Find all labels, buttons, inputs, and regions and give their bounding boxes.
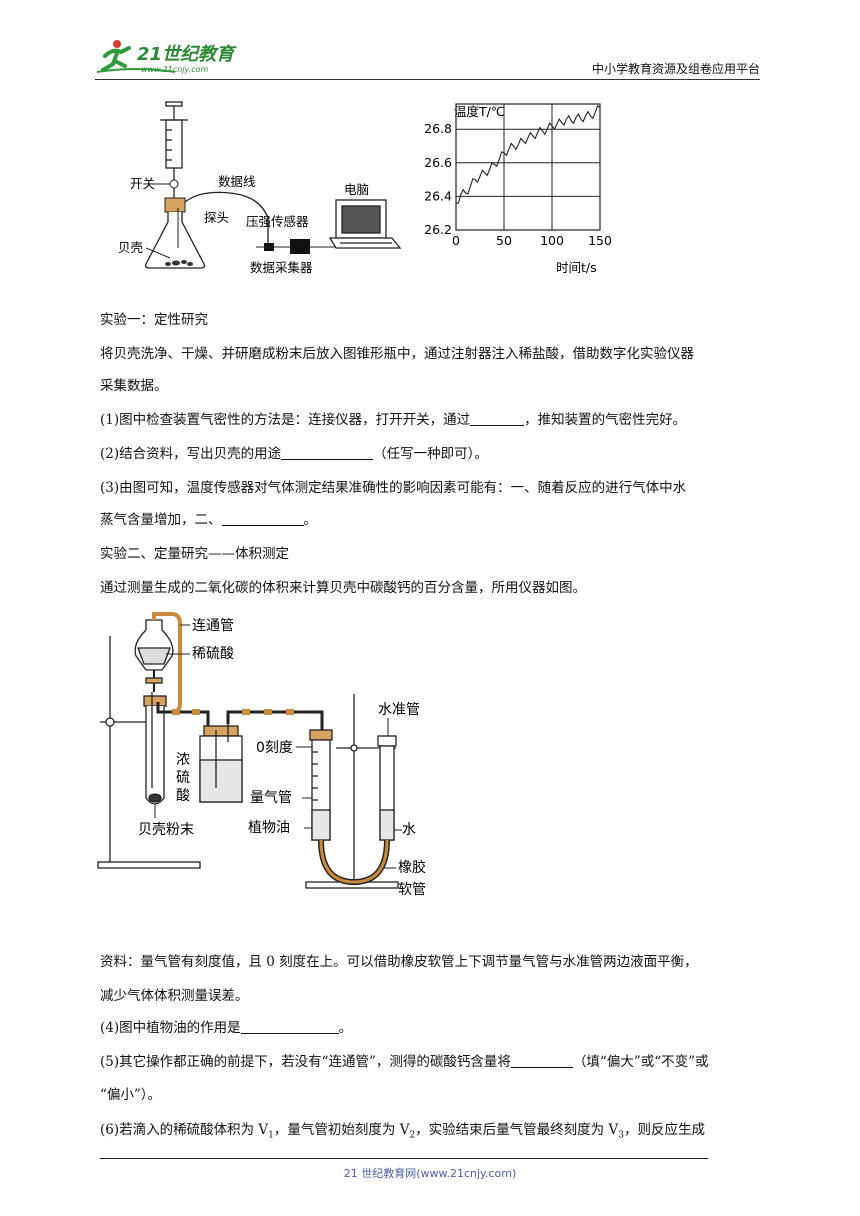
question-5-line1: (5)其它操作都正确的前提下，若没有“连通管”，测得的碳酸钙含量将 （填“偏大”或… bbox=[100, 1052, 709, 1072]
q1-text-a: (1)图中检查装置气密性的方法是：连接仪器，打开开关，通过 bbox=[100, 412, 471, 428]
chart-ylabel: 温度T/℃ bbox=[454, 104, 505, 119]
switch-valve-icon bbox=[169, 179, 179, 189]
test-tube-icon bbox=[143, 692, 167, 805]
experiment-apparatus-figure-1: 开关 探头 贝壳 数据线 压强传感器 数据采集器 电脑 温度T/℃ 时间t/s … bbox=[118, 101, 612, 275]
chart-ytick-label: 26.4 bbox=[424, 188, 452, 203]
computer-icon bbox=[328, 199, 402, 249]
q4-text-a: (4)图中植物油的作用是 bbox=[100, 1020, 241, 1036]
q3-text-c: 。 bbox=[303, 512, 318, 528]
question-1: (1)图中检查装置气密性的方法是：连接仪器，打开开关，通过 ，推知装置的气密性完好… bbox=[100, 410, 686, 430]
q2-text-b: （任写一种即可）。 bbox=[373, 446, 488, 462]
logo-head-icon bbox=[113, 40, 121, 48]
chart-ytick-label: 26.6 bbox=[424, 155, 452, 170]
logo-url: www.21cnjy.com bbox=[141, 65, 208, 74]
label-conc-acid-1: 浓 bbox=[176, 752, 190, 768]
material-line2: 减少气体体积测量误差。 bbox=[100, 988, 249, 1004]
separatory-funnel-icon bbox=[134, 619, 174, 692]
label-water-tube: 水准管 bbox=[378, 702, 420, 718]
q2-answer-blank[interactable] bbox=[281, 445, 374, 460]
gas-burette-icon bbox=[309, 729, 333, 841]
chart-ytick-label: 26.2 bbox=[424, 222, 452, 237]
header-divider bbox=[95, 79, 760, 80]
q6-text-a: (6)若滴入的稀硫酸体积为 V bbox=[100, 1122, 269, 1138]
gas-wash-bottle-icon bbox=[199, 724, 243, 803]
label-conc-acid-2: 硫 bbox=[176, 770, 190, 786]
q3-answer-blank[interactable] bbox=[221, 511, 304, 526]
exp1-desc-line1: 将贝壳洗净、干燥、并研磨成粉末后放入图锥形瓶中，通过注射器注入稀盐酸，借助数字化… bbox=[100, 346, 694, 362]
label-rubber-2: 软管 bbox=[398, 882, 426, 898]
label-shell: 贝壳 bbox=[118, 240, 143, 255]
shell-pieces-icon bbox=[165, 260, 193, 266]
chart-xtick-label: 0 bbox=[452, 233, 460, 248]
conical-flask-icon bbox=[144, 212, 206, 269]
chart-frame bbox=[455, 103, 601, 231]
q4-answer-blank[interactable] bbox=[240, 1019, 339, 1034]
q2-text-a: (2)结合资料，写出贝壳的用途 bbox=[100, 446, 282, 462]
label-conc-acid-3: 酸 bbox=[176, 788, 190, 804]
label-connector-tube: 连通管 bbox=[192, 618, 234, 634]
q5-answer-blank[interactable] bbox=[510, 1053, 573, 1068]
chart-xtick-label: 150 bbox=[588, 233, 612, 248]
question-2: (2)结合资料，写出贝壳的用途 （任写一种即可）。 bbox=[100, 444, 488, 464]
label-shell-powder: 贝壳粉末 bbox=[138, 821, 194, 838]
label-pressure-sensor: 压强传感器 bbox=[246, 214, 309, 229]
label-data-line: 数据线 bbox=[218, 174, 256, 189]
q6-text-c: ，实验结束后量气管最终刻度为 V bbox=[415, 1122, 619, 1138]
chart-ytick-label: 26.8 bbox=[424, 121, 452, 136]
label-computer: 电脑 bbox=[344, 182, 369, 197]
question-5-line2: “偏小”）。 bbox=[100, 1087, 162, 1103]
exp1-desc-line2: 采集数据。 bbox=[100, 378, 168, 394]
label-zero-mark: 0刻度 bbox=[256, 740, 293, 756]
logo-text: 21世纪教育 bbox=[137, 44, 237, 65]
question-4: (4)图中植物油的作用是 。 bbox=[100, 1018, 352, 1038]
label-dilute-acid: 稀硫酸 bbox=[192, 646, 234, 662]
question-3-line1: (3)由图可知，温度传感器对气体测定结果准确性的影响因素可能有：一、随着反应的进… bbox=[100, 480, 687, 496]
label-probe: 探头 bbox=[204, 210, 229, 225]
material-line1: 资料：量气管有刻度值，且 0 刻度在上。可以借助橡皮软管上下调节量气管与水准管两… bbox=[100, 954, 698, 970]
q3-text-b: 蒸气含量增加，二、 bbox=[100, 512, 222, 528]
exp2-desc: 通过测量生成的二氧化碳的体积来计算贝壳中碳酸钙的百分含量，所用仪器如图。 bbox=[100, 580, 586, 596]
chart-series-line bbox=[456, 104, 601, 204]
q6-text-d: ，则反应生成 bbox=[623, 1122, 705, 1138]
chart-xtick-label: 50 bbox=[496, 233, 512, 248]
iron-stand-left-icon bbox=[97, 636, 201, 869]
page-header: 21世纪教育 www.21cnjy.com 中小学教育资源及组卷应用平台 bbox=[95, 30, 760, 82]
flask-stopper bbox=[164, 197, 186, 213]
exp2-title: 实验二、定量研究——体积测定 bbox=[100, 546, 289, 562]
label-collector: 数据采集器 bbox=[250, 260, 313, 275]
footer-divider bbox=[100, 1158, 708, 1159]
q5-text-a: (5)其它操作都正确的前提下，若没有“连通管”，测得的碳酸钙含量将 bbox=[100, 1054, 511, 1070]
chart-xlabel: 时间t/s bbox=[556, 260, 597, 275]
q6-sub-1: 1 bbox=[268, 1130, 274, 1141]
question-6: (6)若滴入的稀硫酸体积为 V1，量气管初始刻度为 V2，实验结束后量气管最终刻… bbox=[100, 1120, 705, 1146]
q1-text-b: ，推知装置的气密性完好。 bbox=[524, 412, 687, 428]
label-gas-tube: 量气管 bbox=[250, 790, 292, 806]
q6-text-b: ，量气管初始刻度为 V bbox=[273, 1122, 410, 1138]
label-water: 水 bbox=[402, 822, 416, 838]
platform-name: 中小学教育资源及组卷应用平台 bbox=[591, 62, 760, 76]
question-3-line2: 蒸气含量增加，二、 。 bbox=[100, 510, 317, 530]
exp1-title: 实验一：定性研究 bbox=[100, 312, 208, 328]
water-level-tube-icon bbox=[377, 735, 397, 841]
q6-sub-3: 3 bbox=[618, 1130, 624, 1141]
experiment-apparatus-figure-2: 连通管 稀硫酸 贝壳粉末 浓 硫 酸 bbox=[97, 612, 426, 898]
q4-text-b: 。 bbox=[338, 1020, 353, 1036]
data-cable bbox=[184, 191, 269, 243]
site-logo: 21世纪教育 www.21cnjy.com bbox=[96, 40, 237, 74]
footer-text: 21 世纪教育网(www.21cnjy.com) bbox=[343, 1167, 517, 1180]
label-oil: 植物油 bbox=[248, 820, 290, 836]
label-switch: 开关 bbox=[130, 176, 155, 191]
label-rubber-1: 橡胶 bbox=[398, 859, 426, 876]
data-collector-icon bbox=[290, 239, 310, 254]
temperature-chart: 温度T/℃ 时间t/s 0 50 100 150 26.2 26.4 26.6 26.8 bbox=[424, 103, 612, 275]
q1-answer-blank[interactable] bbox=[470, 411, 525, 426]
q5-text-b: （填“偏大”或“不变”或 bbox=[572, 1054, 709, 1070]
q6-sub-2: 2 bbox=[409, 1130, 416, 1141]
chart-xtick-label: 100 bbox=[540, 233, 564, 248]
